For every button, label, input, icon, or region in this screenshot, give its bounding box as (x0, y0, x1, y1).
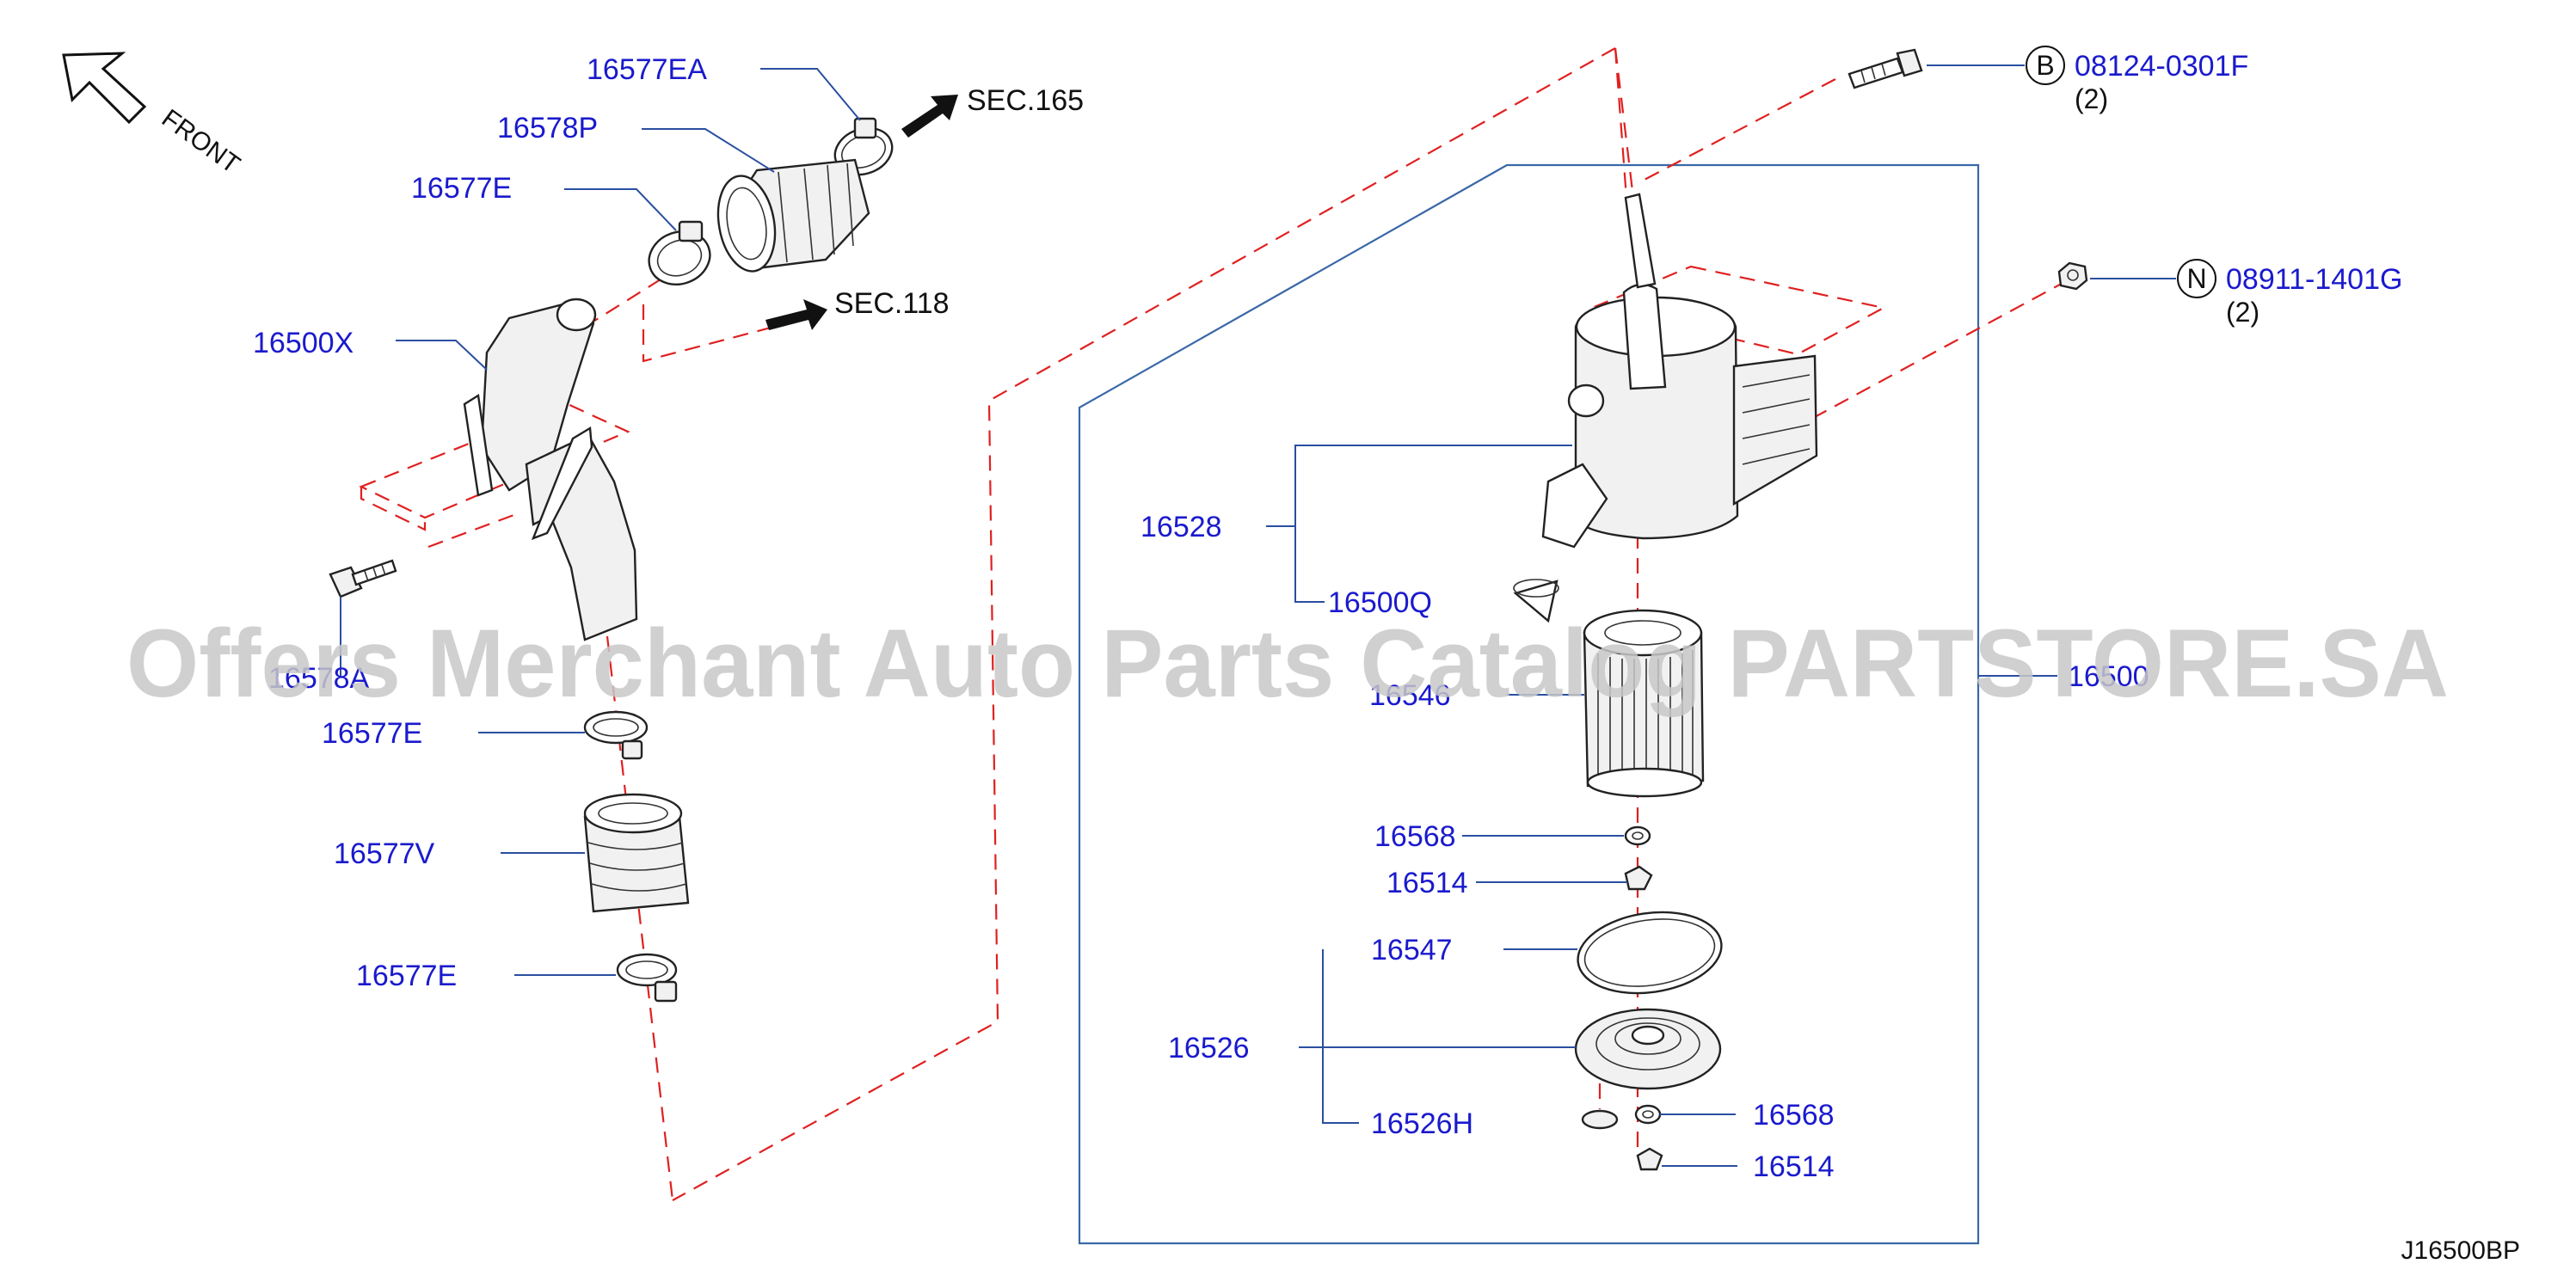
watermark: Offers Merchant Auto Parts Catalog PARTS… (126, 610, 2449, 717)
clamp-16577E-mid-icon (583, 710, 649, 760)
sec-118-label: SEC.118 (834, 287, 950, 320)
fastener-N-letter: N (2186, 263, 2206, 294)
leader-lines (340, 64, 2176, 1167)
nut-16514-upper-icon (1624, 865, 1653, 891)
label-16500X[interactable]: 16500X (253, 327, 354, 359)
air-duct-16500X-icon (463, 298, 638, 641)
fastener-N-part-number[interactable]: 08911-1401G (2226, 263, 2402, 296)
fastener-B-letter: B (2036, 50, 2054, 81)
label-16528[interactable]: 16528 (1140, 511, 1222, 543)
fastener-N-qty: (2) (2226, 297, 2259, 328)
label-16500Q[interactable]: 16500Q (1328, 586, 1432, 619)
label-16500[interactable]: 16500 (2068, 660, 2149, 693)
label-16526[interactable]: 16526 (1168, 1032, 1250, 1064)
fastener-B-part-number[interactable]: 08124-0301F (2075, 50, 2248, 83)
label-16577E-mid[interactable]: 16577E (322, 717, 422, 750)
gasket-16547-icon (1577, 911, 1723, 995)
label-16546[interactable]: 16546 (1369, 679, 1451, 712)
washer-16568-lower-icon (1634, 1104, 1662, 1125)
sec-165-label: SEC.165 (967, 84, 1084, 117)
fastener-B-callout: B (2026, 46, 2065, 85)
bolt-08124-icon (1847, 48, 1923, 89)
sec-165-arrow-icon (901, 95, 958, 138)
fastener-N-callout: N (2177, 259, 2216, 298)
label-16577V[interactable]: 16577V (334, 837, 435, 870)
label-16547[interactable]: 16547 (1371, 934, 1453, 966)
label-16577E-bottom[interactable]: 16577E (356, 960, 457, 992)
sec-118-arrow-icon (765, 299, 827, 330)
bellows-16577V-icon (583, 793, 690, 913)
label-16577E-top[interactable]: 16577E (411, 172, 512, 205)
nut-08911-icon (2057, 261, 2088, 291)
bottom-cover-16526-icon (1574, 1008, 1722, 1090)
label-16568-upper[interactable]: 16568 (1374, 820, 1456, 853)
label-16577EA[interactable]: 16577EA (587, 53, 707, 86)
cap-16526H-icon (1581, 1109, 1619, 1130)
fastener-B-qty: (2) (2075, 83, 2108, 114)
front-direction-arrow-icon (62, 52, 147, 125)
label-16578P[interactable]: 16578P (497, 112, 598, 144)
washer-16568-upper-icon (1624, 825, 1651, 846)
label-16514-lower[interactable]: 16514 (1753, 1150, 1835, 1183)
diagram-code: J16500BP (2401, 1236, 2520, 1265)
valve-16500Q-icon (1513, 579, 1559, 623)
filter-element-16546-icon (1583, 609, 1705, 798)
bolt-16578A-icon (329, 559, 397, 598)
front-label: FRONT (157, 104, 245, 179)
air-cleaner-body-16528-icon (1541, 193, 1818, 549)
clamp-16577E-bottom-icon (616, 953, 678, 1003)
label-16514-upper[interactable]: 16514 (1386, 867, 1468, 899)
nut-16514-lower-icon (1636, 1147, 1663, 1171)
clamp-16577E-top-icon (648, 220, 711, 285)
assembly-boundary (1078, 163, 1980, 1245)
hose-16578P-icon (716, 158, 870, 273)
label-16578A[interactable]: 16578A (268, 662, 370, 695)
label-16568-lower[interactable]: 16568 (1753, 1099, 1835, 1132)
label-16526H[interactable]: 16526H (1371, 1107, 1473, 1140)
